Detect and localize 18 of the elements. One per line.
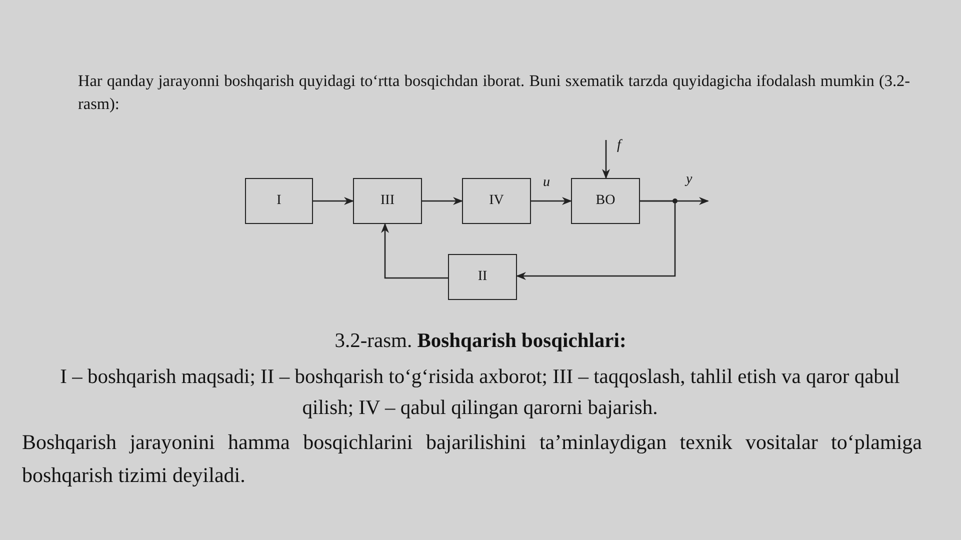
caption-text: I – boshqarish maqsadi; II – boshqarish to‘g‘risida axborot; III – taqqoslash, tahlil etish va qaror qabul qilish; IV – qabul qilingan qarorni bajarish.	[59, 365, 901, 421]
arrow	[516, 200, 676, 280]
process-box: III	[353, 178, 422, 224]
process-box: BO	[571, 178, 640, 224]
arrow	[313, 197, 354, 205]
arrow	[531, 197, 572, 205]
intro-paragraph: Har qanday jarayonni boshqarish quyidagi to‘rtta bosqichdan iborat. Buni sxematik tarzda quyidagicha ifodalash mumkin (3.2-rasm):	[78, 71, 910, 115]
arrow	[602, 140, 610, 179]
process-box: II	[448, 254, 517, 300]
body-paragraph: Boshqarish jarayonini hamma bosqichlarini bajarilishini ta’minlaydigan texnik vositalar to‘plamiga boshqarish tizimi deyiladi.	[22, 429, 922, 489]
process-box: I	[245, 178, 313, 224]
edge-label: u	[543, 175, 550, 191]
figure-caption: 3.2-rasm. Boshqarish bosqichlari:	[334, 330, 628, 353]
process-box: IV	[462, 178, 531, 224]
edge-label: y	[686, 172, 692, 188]
edge-label: f	[617, 138, 621, 154]
arrow	[422, 197, 463, 205]
arrow	[381, 223, 448, 279]
